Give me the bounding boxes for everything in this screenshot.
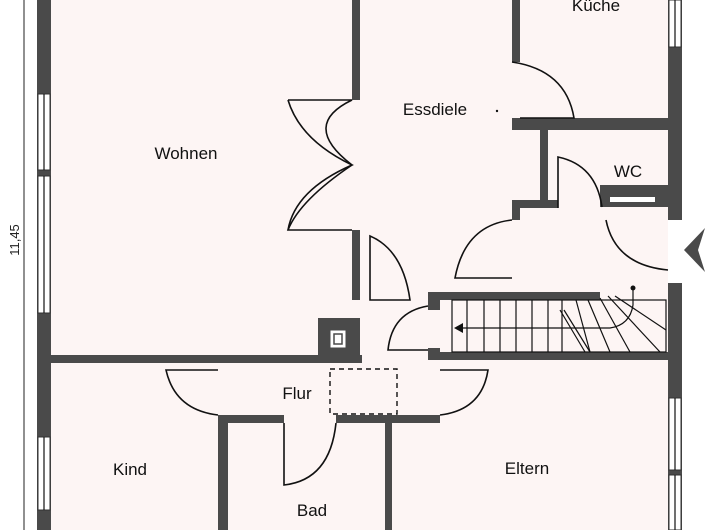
wc-fixture — [610, 197, 655, 202]
dimension-label: 11,45 — [7, 224, 22, 256]
room-label-flur: Flur — [282, 384, 312, 403]
room-label-essdiele: Essdiele — [403, 100, 467, 119]
entrance-arrow-icon — [684, 228, 705, 272]
room-label-wohnen: Wohnen — [154, 144, 217, 163]
room-label-kind: Kind — [113, 460, 147, 479]
room-label-bad: Bad — [297, 501, 327, 520]
attic-hatch — [329, 368, 398, 415]
windows — [37, 0, 682, 530]
stair-arrow-icon — [454, 323, 463, 333]
room-label-eltern: Eltern — [505, 459, 549, 478]
staircase — [451, 285, 667, 353]
doors — [164, 61, 669, 486]
room-label-wc: WC — [614, 162, 642, 181]
room-label-kueche: Küche — [572, 0, 620, 15]
